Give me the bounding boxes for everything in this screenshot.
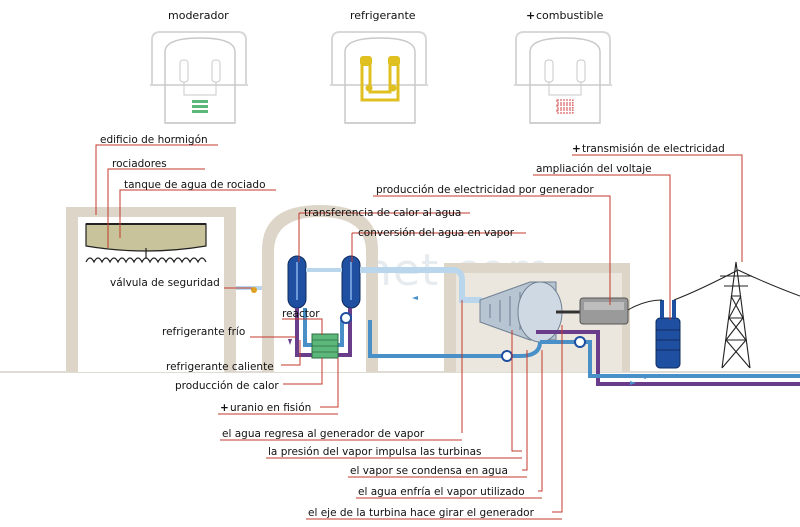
label-transmision: transmisión de electricidad <box>582 143 725 155</box>
label-refrigerante-caliente: refrigerante caliente <box>166 361 274 373</box>
label-eje: el eje de la turbina hace girar el gener… <box>308 507 535 519</box>
plus-icon: + <box>526 9 535 22</box>
label-rociadores: rociadores <box>112 158 167 170</box>
schematic-moderador <box>150 31 248 124</box>
label-produccion-electricidad: producción de electricidad por generador <box>376 184 594 196</box>
label-refrigerante: refrigerante <box>350 9 416 22</box>
condenser-loops <box>368 320 800 386</box>
label-presion: la presión del vapor impulsa las turbina… <box>268 446 482 458</box>
label-conversion: conversión del agua en vapor <box>358 227 515 239</box>
label-edificio: edificio de hormigón <box>100 134 208 146</box>
steam-line <box>360 267 482 303</box>
reactor-core <box>311 333 339 359</box>
label-agua-regresa: el agua regresa al generador de vapor <box>222 428 425 440</box>
label-moderador: moderador <box>168 9 229 22</box>
schematic-combustible <box>514 31 612 124</box>
label-ampliacion: ampliación del voltaje <box>536 163 652 175</box>
label-underlines <box>218 413 562 520</box>
transformer <box>655 300 681 369</box>
label-produccion-calor: producción de calor <box>175 380 279 392</box>
leader-lines <box>95 144 743 513</box>
steam-generators <box>287 255 361 309</box>
plus-icon: + <box>220 402 229 414</box>
label-transferencia: transferencia de calor al agua <box>304 207 461 219</box>
label-tanque: tanque de agua de rociado <box>124 179 266 191</box>
flow-arrows <box>288 296 646 385</box>
label-reactor: reactor <box>282 308 320 320</box>
label-enfria: el agua enfría el vapor utilizado <box>358 486 525 498</box>
label-refrigerante-frio: refrigerante frío <box>162 326 245 338</box>
schematic-refrigerante <box>330 31 428 124</box>
label-combustible: combustible <box>536 9 604 22</box>
power-pylon <box>627 261 800 369</box>
label-valvula: válvula de seguridad <box>110 277 220 289</box>
generator <box>579 297 629 325</box>
label-condensa: el vapor se condensa en agua <box>350 465 508 477</box>
label-uranio: uranio en fisión <box>230 402 311 414</box>
concrete-building <box>66 207 236 372</box>
plus-icon: + <box>572 143 581 155</box>
